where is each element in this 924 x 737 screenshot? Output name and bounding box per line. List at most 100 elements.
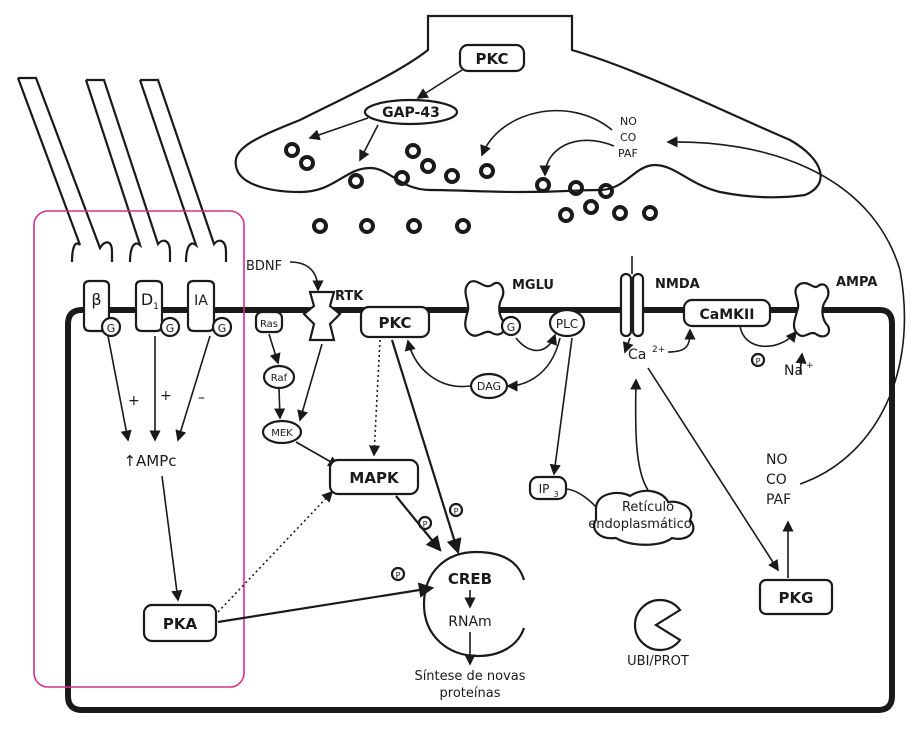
svg-text:endoplasmático: endoplasmático <box>588 517 692 532</box>
dag-node: DAG <box>471 374 507 398</box>
ras-node: Ras <box>256 312 282 332</box>
arrow-ras-raf <box>269 334 278 363</box>
nmda-receptor <box>621 274 643 336</box>
phospho-pkc: P <box>450 504 462 516</box>
arrow-plc-ip3 <box>554 338 572 474</box>
arrow-mapk-creb <box>396 496 440 550</box>
synaptic-vesicles <box>286 144 656 232</box>
arrow-retro-vesicles-a <box>482 111 612 155</box>
ip3-node: IP 3 <box>530 477 566 499</box>
arrow-mglu-plc <box>516 335 555 350</box>
svg-text:G: G <box>507 321 516 334</box>
raf-node: Raf <box>264 366 294 388</box>
sodium-label: Na + <box>784 361 814 379</box>
mglu-label: MGLU <box>512 278 554 293</box>
svg-text:Retículo: Retículo <box>622 500 674 515</box>
svg-text:Raf: Raf <box>271 373 288 384</box>
mek-node: MEK <box>263 421 301 443</box>
arrow-rtk-mek <box>300 344 322 420</box>
svg-text:G: G <box>218 322 227 335</box>
sign-plus-beta: + <box>128 393 140 409</box>
svg-text:G: G <box>166 322 175 335</box>
arrow-ia-ampc <box>178 336 210 440</box>
svg-text:β: β <box>91 290 101 309</box>
retrograde-messengers-pre: NO CO PAF <box>618 115 638 160</box>
svg-text:PAF: PAF <box>766 492 791 508</box>
phospho-ampa: P <box>752 354 764 366</box>
arrow-gap43-vesicles-down <box>360 125 378 160</box>
protein-synthesis-label-1: Síntese de novas <box>414 669 525 684</box>
arrow-ca-camkii <box>668 330 690 352</box>
postsynaptic-membrane <box>68 310 892 710</box>
arrow-dag-pkc <box>408 341 470 387</box>
svg-text:MEK: MEK <box>271 428 293 439</box>
pkg-box: PKG <box>760 580 832 614</box>
mapk-box: MAPK <box>330 460 418 494</box>
svg-text:2+: 2+ <box>652 345 665 355</box>
reticulo-endoplasmatico: Retículo endoplasmático <box>588 491 693 545</box>
svg-text:3: 3 <box>553 490 558 499</box>
svg-text:CO: CO <box>620 131 637 144</box>
arrow-reticulum-ca <box>636 380 648 490</box>
arrow-plc-dag <box>508 338 560 386</box>
presynaptic-axons <box>18 78 226 262</box>
proteasome-icon <box>635 600 680 650</box>
svg-text:1: 1 <box>153 302 159 312</box>
presynaptic-pkc: PKC <box>460 45 524 71</box>
arrow-camkii-ampa <box>740 326 796 346</box>
protein-synthesis-label-2: proteínas <box>440 686 501 701</box>
svg-text:IP: IP <box>539 482 550 496</box>
sign-plus-d1: + <box>160 388 172 404</box>
svg-text:DAG: DAG <box>477 380 501 393</box>
phospho-pka: P <box>392 568 404 580</box>
svg-text:PKC: PKC <box>379 314 412 332</box>
svg-text:CO: CO <box>766 472 787 488</box>
ubi-prot-label: UBI/PROT <box>627 654 689 669</box>
pka-box: PKA <box>144 605 216 641</box>
svg-text:IA: IA <box>194 293 208 309</box>
arrow-pka-mapk <box>218 492 332 612</box>
svg-text:PKG: PKG <box>779 589 814 607</box>
rnam-label: RNAm <box>448 614 491 630</box>
svg-text:PKA: PKA <box>163 615 198 633</box>
bdnf-label: BDNF <box>246 259 282 274</box>
arrow-bdnf-rtk <box>290 262 318 290</box>
nmda-label: NMDA <box>655 277 700 292</box>
svg-text:D: D <box>141 290 153 309</box>
camkii-box: CaMKII <box>684 300 770 326</box>
sign-minus-ia: – <box>198 390 205 406</box>
svg-text:PLC: PLC <box>556 317 578 331</box>
pkc-box: PKC <box>361 307 429 337</box>
svg-text:GAP-43: GAP-43 <box>382 105 440 121</box>
arrow-pkc-mapk <box>374 340 380 455</box>
arrow-ampc-pka <box>162 476 178 600</box>
svg-text:P: P <box>756 357 761 366</box>
svg-text:P: P <box>423 520 428 529</box>
presynaptic-terminal <box>236 16 821 197</box>
arrow-gap43-vesicles-left <box>310 118 368 138</box>
svg-text:CREB: CREB <box>448 570 492 588</box>
svg-text:NO: NO <box>766 452 788 468</box>
svg-text:Ras: Ras <box>260 319 278 330</box>
ampc-label: ↑AMPc <box>123 452 176 470</box>
retrograde-messengers-post: NO CO PAF <box>766 452 791 508</box>
svg-text:NO: NO <box>620 115 637 128</box>
svg-text:G: G <box>107 322 116 335</box>
arrow-pka-creb <box>218 588 432 622</box>
svg-text:P: P <box>396 571 401 580</box>
svg-text:+: + <box>806 361 814 371</box>
svg-text:P: P <box>454 507 459 516</box>
arrow-raf-mek <box>279 389 280 418</box>
arrow-pkc-gap43 <box>418 70 462 98</box>
svg-text:Na: Na <box>784 363 803 379</box>
svg-text:Ca: Ca <box>628 347 646 363</box>
calcium-label: Ca 2+ <box>628 345 665 363</box>
gap43-label: GAP-43 <box>365 100 457 124</box>
svg-text:PKC: PKC <box>476 50 509 68</box>
svg-text:MAPK: MAPK <box>349 469 400 487</box>
link-ip3-reticulum <box>566 489 598 510</box>
ampa-label: AMPA <box>836 275 877 290</box>
creb-nucleus: CREB <box>424 552 524 656</box>
arrow-beta-ampc <box>108 336 128 440</box>
